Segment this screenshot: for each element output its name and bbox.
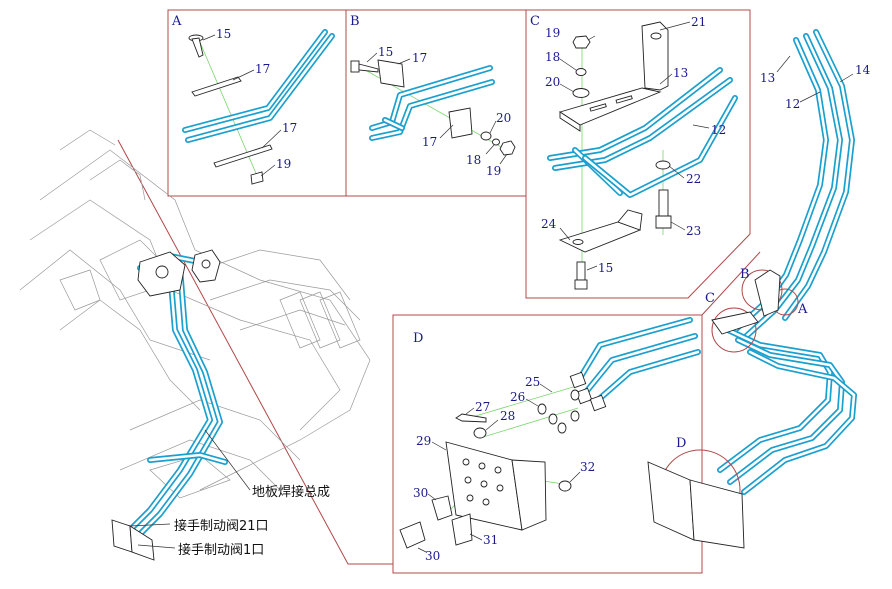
panel-b-pipes (369, 65, 495, 141)
leader-port21 (129, 523, 171, 527)
panel-d: D (399, 317, 701, 563)
label-17: 17 (422, 135, 437, 149)
right-overview-pipes (717, 29, 857, 495)
leader-floor (204, 429, 251, 491)
nut-19-part (572, 35, 591, 49)
callout-d-label: D (676, 436, 686, 451)
washer-20-part (480, 131, 492, 141)
bracket-detail (711, 311, 759, 335)
note-port-21: 接手制动阀21口 (174, 518, 269, 534)
label-30: 30 (413, 486, 428, 500)
label-30: 30 (425, 549, 440, 563)
washer-22-part (655, 160, 671, 170)
label-15: 15 (378, 45, 393, 59)
panel-a-title: A (171, 14, 182, 29)
bolt-15-part (574, 261, 588, 290)
panel-d-link-line (117, 139, 393, 565)
bracket-24-part (558, 209, 643, 253)
panel-a: A 15 17 17 19 (171, 14, 335, 185)
lower-mount (111, 519, 155, 561)
plate-17-upper (191, 76, 242, 97)
panel-d-title: D (413, 331, 423, 346)
label-19: 19 (486, 164, 501, 178)
panel-b-title: B (350, 14, 360, 29)
label-27: 27 (475, 400, 490, 414)
callout-b-circle (741, 269, 783, 311)
panel-d-pipes (577, 317, 701, 403)
washer-20-part (572, 88, 590, 98)
label-20: 20 (496, 111, 511, 125)
note-floor-assembly: 地板焊接总成 (252, 484, 330, 500)
callout-c-circle (711, 307, 757, 353)
bolt-15-part (350, 60, 379, 73)
bolt-23-part (655, 189, 672, 229)
label-19: 19 (545, 26, 560, 40)
washer-18-part (492, 138, 500, 146)
nut-19-part (250, 171, 264, 185)
bracket-21-part (558, 21, 669, 132)
valve-assembly (137, 249, 221, 297)
panel-c-title: C (530, 14, 540, 29)
label-25: 25 (525, 375, 540, 389)
label-13: 13 (673, 66, 688, 80)
label-15: 15 (216, 27, 231, 41)
plate-17-upper (377, 59, 405, 88)
plate-17-lower (448, 107, 473, 139)
washer-18-part (575, 68, 587, 76)
panel-d-frame (392, 314, 703, 574)
label-23: 23 (686, 224, 701, 238)
label-18: 18 (545, 50, 560, 64)
label-12: 12 (711, 123, 726, 137)
leader-port1 (137, 544, 176, 549)
plate-17-lower (213, 144, 273, 168)
label-13: 13 (760, 71, 775, 85)
floor-sketch (19, 129, 371, 499)
label-22: 22 (686, 172, 701, 186)
label-28: 28 (500, 409, 515, 423)
callout-a-label: A (797, 302, 808, 317)
panel-c-frame (525, 9, 751, 299)
panel-frames (117, 9, 761, 574)
washer-32-part (558, 480, 572, 492)
pin-15-part (188, 34, 204, 58)
panel-c: C (530, 14, 738, 290)
fitting-30-parts (399, 495, 453, 549)
label-24: 24 (541, 217, 557, 231)
label-14: 14 (855, 63, 871, 77)
panel-b: B 15 17 17 20 (350, 14, 516, 178)
bolt-27-part (455, 413, 487, 423)
label-17: 17 (255, 62, 270, 76)
label-17: 17 (282, 121, 297, 135)
label-21: 21 (691, 15, 706, 29)
fitting-25-parts (569, 371, 607, 412)
panel-a-axis (198, 39, 259, 179)
label-12: 12 (785, 97, 800, 111)
callout-b-label: B (740, 267, 750, 282)
label-26: 26 (510, 390, 525, 404)
label-15: 15 (598, 261, 613, 275)
panel-d-mount-part (647, 461, 745, 549)
label-19: 19 (276, 157, 291, 171)
callout-c-label: C (705, 291, 715, 306)
floor-assembly: 地板焊接总成 接手制动阀21口 接手制动阀1口 (19, 129, 371, 561)
label-29: 29 (416, 434, 431, 448)
washer-28-part (473, 427, 487, 439)
bracket-detail (754, 269, 781, 317)
panel-c-pipes (547, 67, 738, 198)
panel-d-link-top (701, 251, 761, 316)
note-port-1: 接手制动阀1口 (178, 542, 264, 558)
label-31: 31 (483, 533, 498, 547)
label-18: 18 (466, 153, 481, 167)
mount-plate-29-part (445, 441, 547, 531)
right-overview: 13 14 12 B A C D (647, 29, 871, 549)
panel-a-pipes (182, 29, 335, 143)
label-32: 32 (580, 460, 595, 474)
fitting-31-part (451, 513, 473, 546)
label-20: 20 (545, 75, 560, 89)
washer-26-parts (537, 389, 580, 434)
label-17: 17 (412, 51, 427, 65)
floor-pipes (127, 253, 228, 537)
nut-19-part (499, 140, 516, 156)
